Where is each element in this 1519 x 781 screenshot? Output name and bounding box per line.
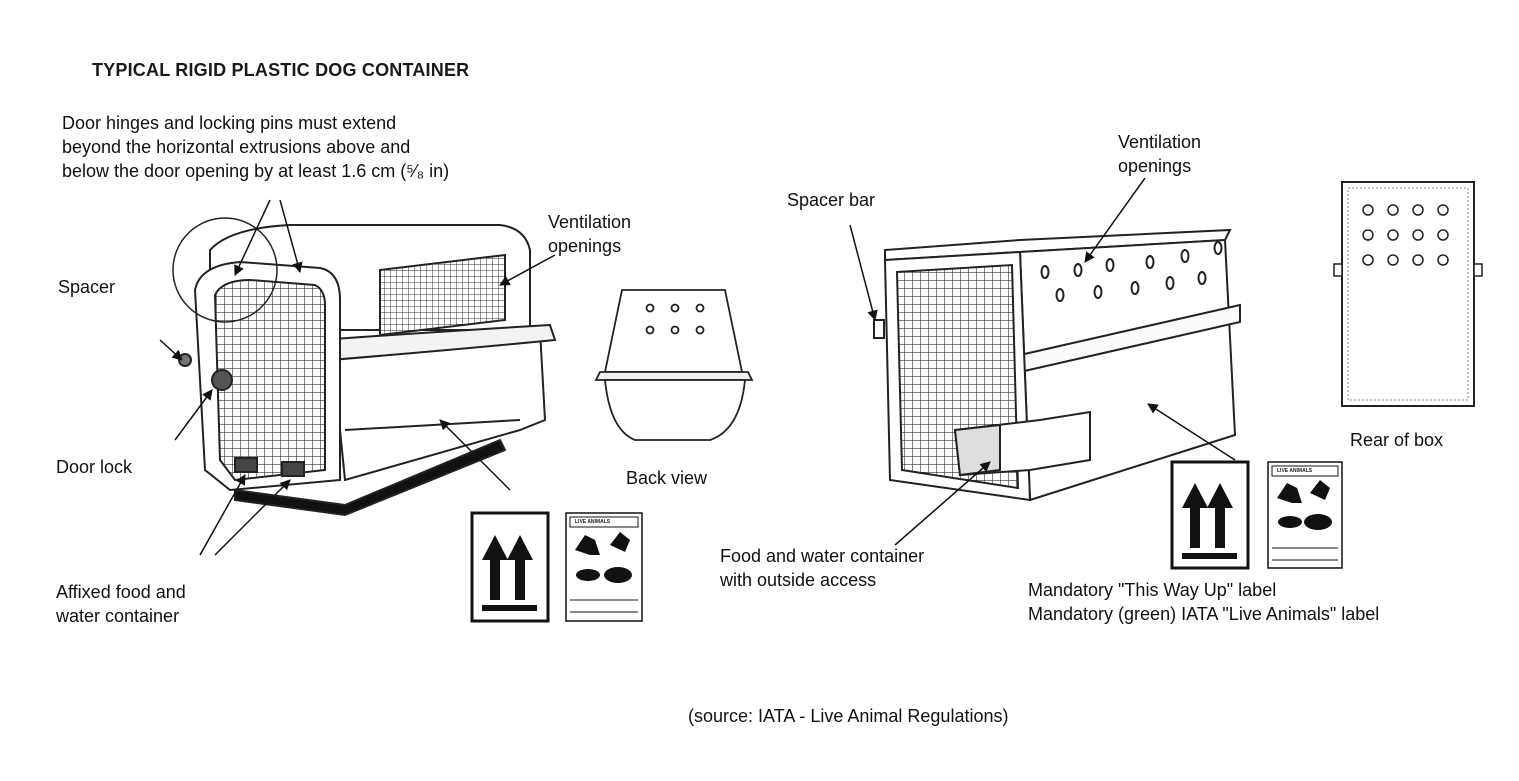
hinges-note-line: Door hinges and locking pins must extend [62,113,397,133]
food-outside-label: Food and water container with outside ac… [720,544,924,592]
hinges-note-line: below the door opening by at least 1.6 c… [62,161,450,181]
this-way-up-label-right [1170,460,1250,570]
spacer-bar-label: Spacer bar [787,190,876,210]
back-view-kennel [594,289,754,441]
affixed-food-line: Affixed food and [56,582,186,602]
right-callout-arrows [849,177,1236,546]
left-callout-arrows [159,199,556,556]
ventilation-label-line: Ventilation [548,212,632,232]
mandatory-labels-note: Mandatory "This Way Up" label Mandatory … [1028,578,1379,626]
ventilation-label-right: Ventilation openings [1118,130,1201,178]
hinges-note-line: beyond the horizontal extrusions above a… [62,137,411,157]
rear-of-box [1333,181,1483,407]
ventilation-label-line: Ventilation [1118,132,1202,152]
affixed-food-line: water container [56,606,180,626]
this-way-up-label-left [470,511,550,623]
mandatory-line: Mandatory (green) IATA "Live Animals" la… [1028,604,1380,624]
hinges-note: Door hinges and locking pins must extend… [62,111,449,183]
live-animals-tag-right: LIVE ANIMALS [1277,468,1313,474]
spacer-label: Spacer [58,277,116,297]
mandatory-line: Mandatory "This Way Up" label [1028,580,1277,600]
back-view-label: Back view [626,468,708,488]
live-animals-tag-left: LIVE ANIMALS [575,519,611,525]
ventilation-label-left: Ventilation openings [548,210,631,258]
rear-of-box-label: Rear of box [1350,430,1444,450]
food-outside-line: with outside access [720,570,877,590]
ventilation-label-line: openings [548,236,622,256]
food-outside-line: Food and water container [720,546,925,566]
plastic-kennel [172,217,557,517]
affixed-food-label: Affixed food and water container [56,580,186,628]
source-note: (source: IATA - Live Animal Regulations) [688,706,1009,726]
ventilation-label-line: openings [1118,156,1192,176]
door-lock-label: Door lock [56,457,133,477]
live-animals-label-left [565,512,643,622]
wooden-crate [873,228,1241,502]
diagram-title: TYPICAL RIGID PLASTIC DOG CONTAINER [92,60,470,80]
live-animals-label-right [1267,461,1343,569]
